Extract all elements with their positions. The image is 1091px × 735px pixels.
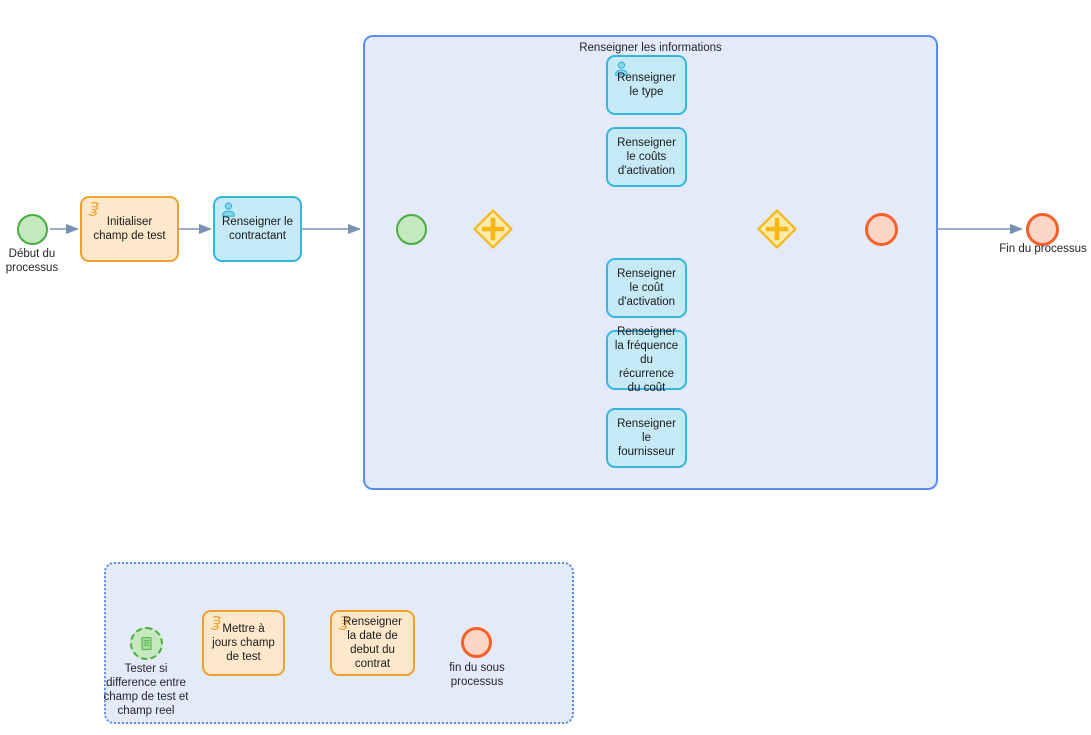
task-renseigner-le-cout-activation[interactable]: Renseigner le coût d'activation	[606, 258, 687, 318]
task-renseigner-le-type[interactable]: Renseigner le type	[606, 55, 687, 115]
task-label: Renseigner le coûts d'activation	[617, 136, 676, 177]
task-renseigner-la-date-de-debut[interactable]: Renseigner la date de debut du contrat	[330, 610, 415, 676]
start-event-process-label: Début du processus	[5, 248, 59, 275]
start-event-process[interactable]	[17, 214, 48, 245]
task-renseigner-le-fournisseur[interactable]: Renseigner le fournisseur	[606, 408, 687, 468]
task-label: Renseigner le contractant	[222, 215, 293, 242]
start-event-message[interactable]	[130, 627, 163, 660]
script-icon	[337, 615, 354, 632]
script-icon	[209, 615, 226, 632]
script-icon	[87, 201, 104, 218]
user-icon	[613, 60, 630, 77]
task-label: Initialiser champ de test	[93, 215, 166, 242]
end-event-subprocess[interactable]	[461, 627, 492, 658]
task-label: Renseigner le type	[617, 71, 676, 98]
task-label: Mettre à jours champ de test	[212, 622, 275, 663]
subprocess-title: Renseigner les informations	[579, 42, 722, 54]
subprocess-end-event[interactable]	[865, 213, 898, 246]
task-renseigner-le-couts-activation[interactable]: Renseigner le coûts d'activation	[606, 127, 687, 187]
task-initialiser-champ-de-test[interactable]: Initialiser champ de test	[80, 196, 179, 262]
user-icon	[220, 201, 237, 218]
start-event-message-label: Tester si difference entre champ de test…	[103, 663, 189, 718]
end-event-process-label: Fin du processus	[999, 243, 1087, 255]
message-document-icon	[141, 637, 152, 650]
task-renseigner-la-frequence[interactable]: Renseigner la fréquence du récurrence du…	[606, 326, 687, 394]
task-label: Renseigner la fréquence du récurrence du…	[614, 325, 679, 395]
parallel-gateway-split[interactable]	[473, 209, 513, 249]
parallel-gateway-join[interactable]	[757, 209, 797, 249]
task-mettre-a-jours-champ-de-test[interactable]: Mettre à jours champ de test	[202, 610, 285, 676]
task-label: Renseigner le coût d'activation	[617, 267, 676, 308]
end-event-subprocess-label: fin du sous processus	[449, 662, 505, 689]
subprocess-start-event[interactable]	[396, 214, 427, 245]
end-event-process[interactable]	[1026, 213, 1059, 246]
task-label: Renseigner le fournisseur	[617, 417, 676, 458]
task-renseigner-le-contractant[interactable]: Renseigner le contractant	[213, 196, 302, 262]
task-label: Renseigner la date de debut du contrat	[343, 615, 402, 671]
